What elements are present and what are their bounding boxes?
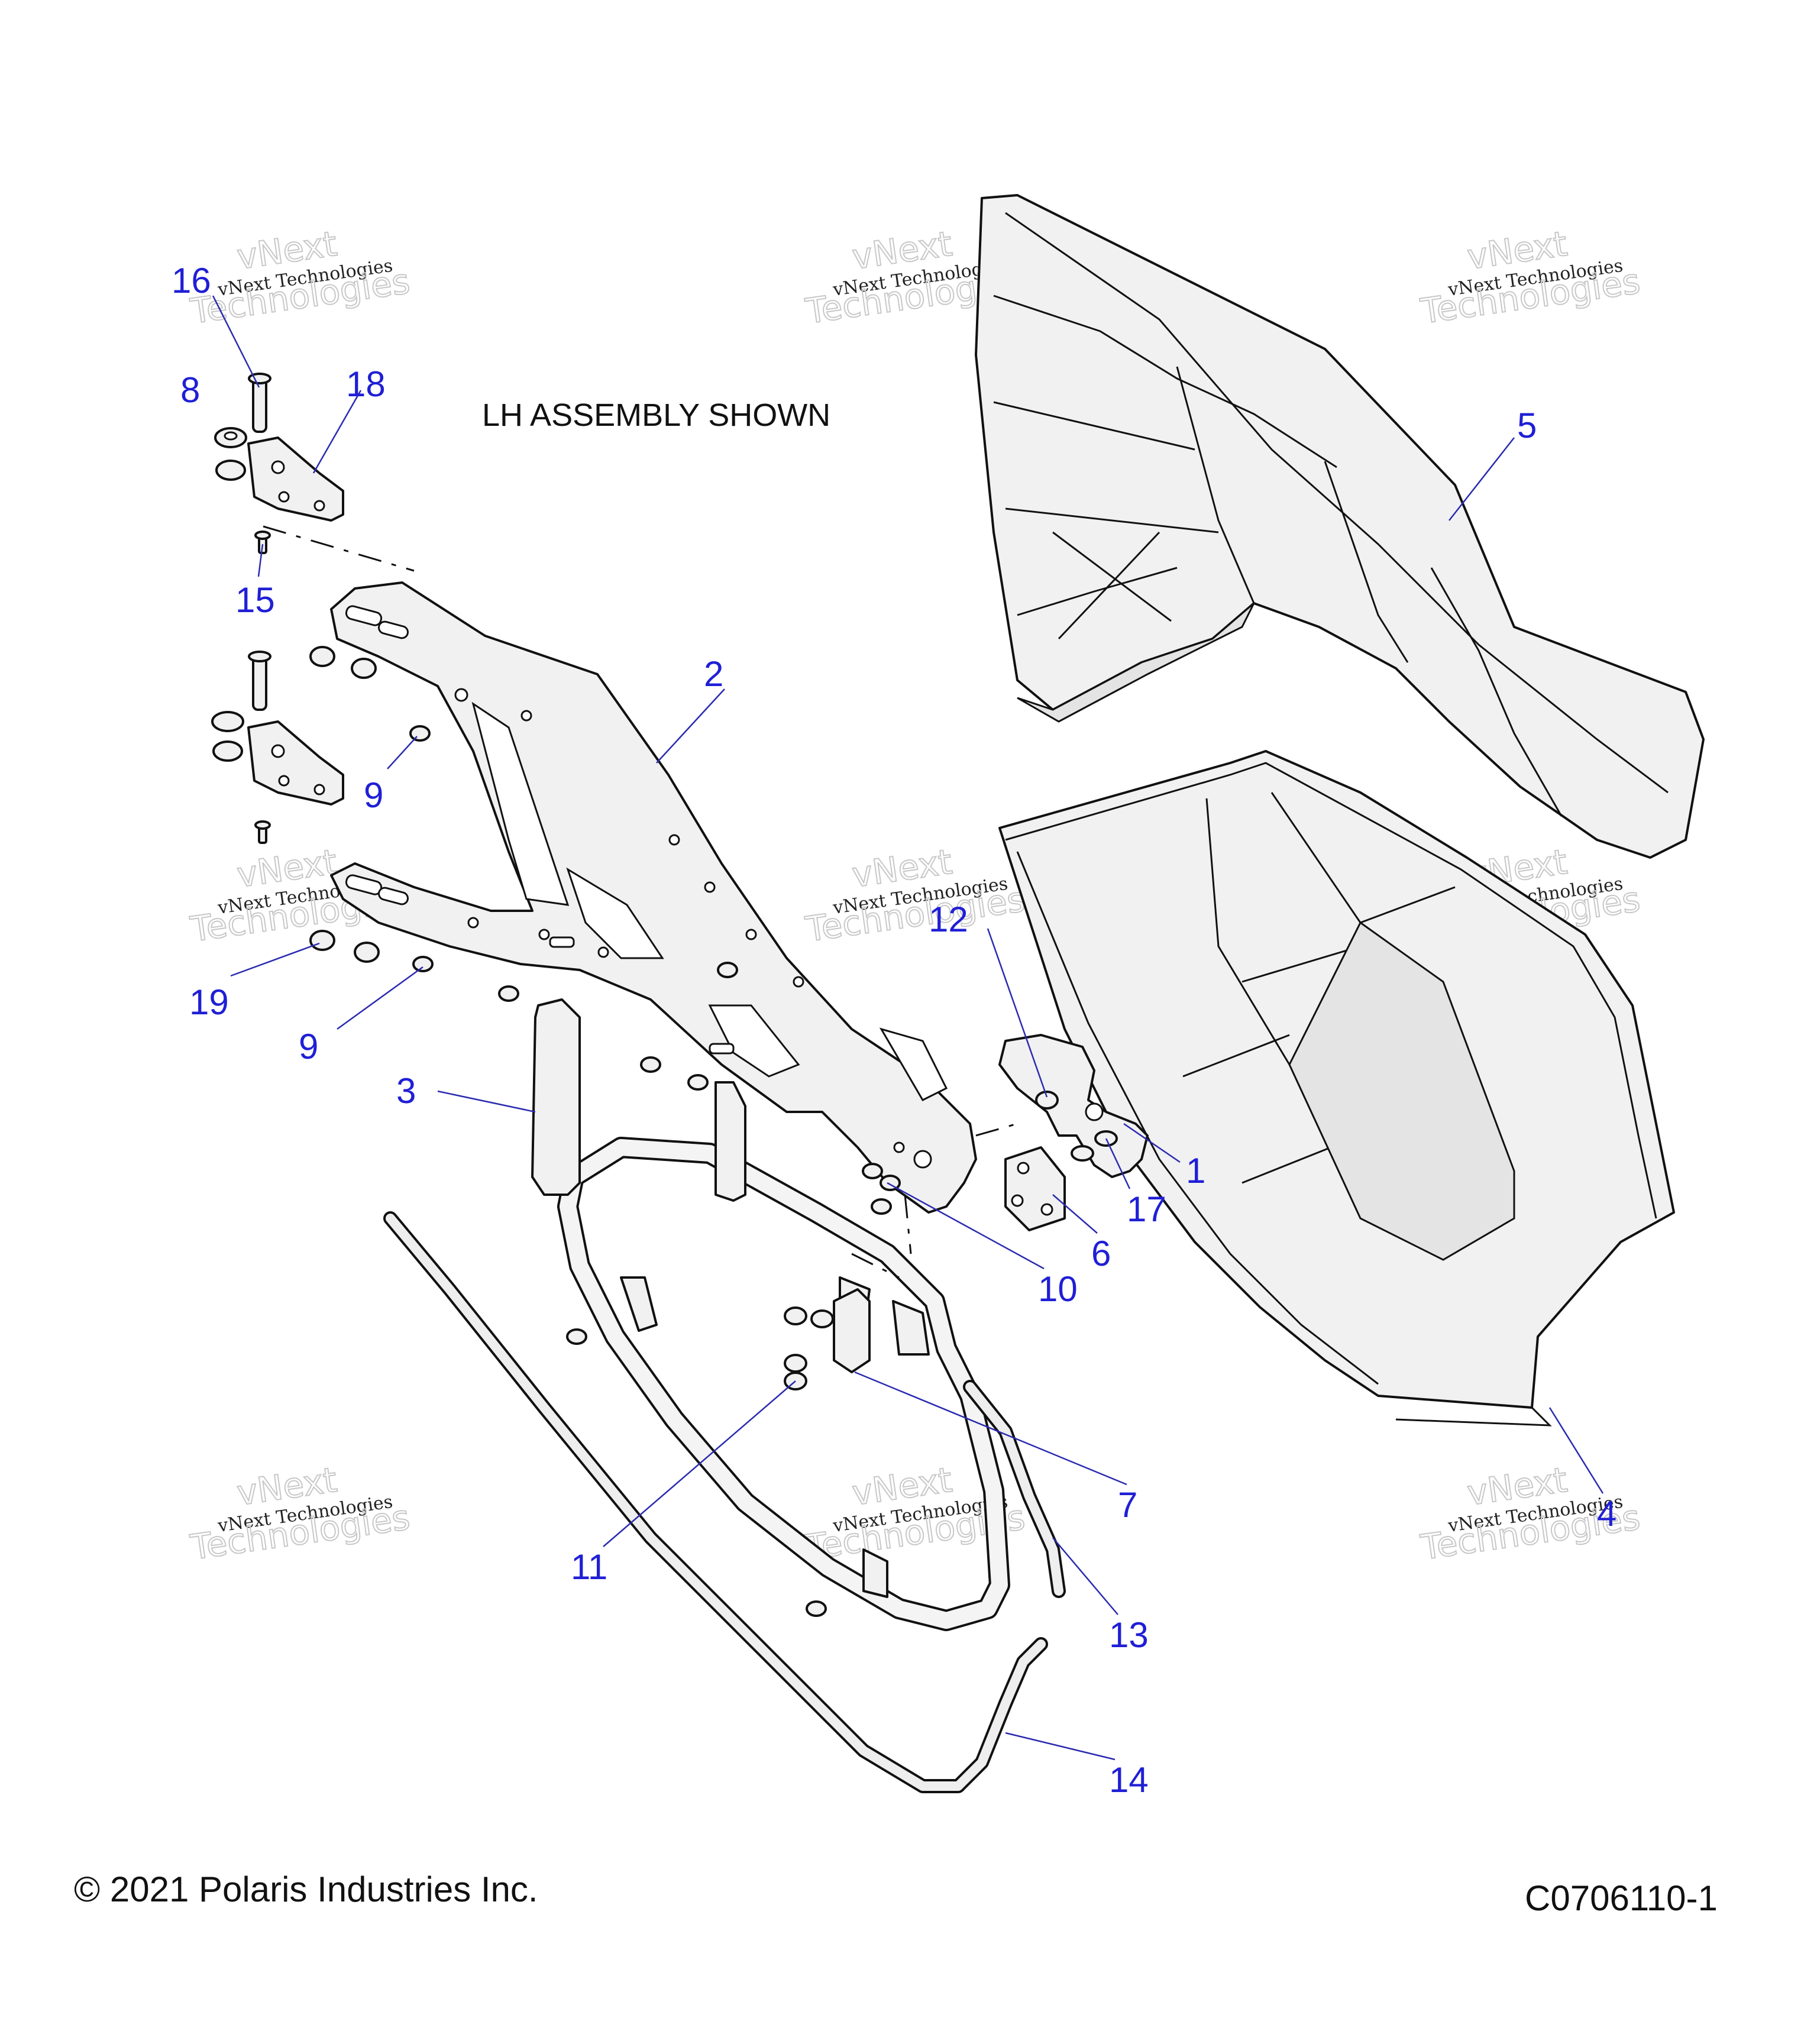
callout-labels: 16 8 18 15 2 9 19 9 3 5 12 1 17 6 10 7 4… [172,261,1616,1800]
callout-5: 5 [1517,406,1537,445]
part-6-striker-plate [1004,1146,1066,1231]
assembly-centerlines [263,525,1018,1279]
callout-11: 11 [571,1547,607,1587]
part-15-screw [254,531,271,554]
callout-10: 10 [1038,1269,1078,1309]
leader-lines [212,295,1604,1761]
part-14-seal-long [383,1211,1048,1793]
callout-13: 13 [1109,1615,1149,1655]
watermark-top-left: vNext vNext Technologies Technologies [187,223,413,332]
callout-8: 8 [180,370,200,410]
copyright-notice: © 2021 Polaris Industries Inc. [74,1870,538,1909]
part-12-nut [1035,1091,1059,1110]
callout-7: 7 [1118,1485,1137,1525]
part-18-upper-hinge [247,436,344,522]
part-2-door-frame [330,581,977,1214]
watermark-mid-center: vNext vNext Technologies Technologies [803,841,1028,950]
part-4-lower-door-panel [998,750,1675,1427]
callout-16: 16 [172,261,211,300]
part-7-bracket [833,1288,871,1373]
callout-19: 19 [189,982,229,1022]
callout-9-upper: 9 [364,775,383,815]
part-5-upper-door-panel [975,194,1705,859]
callout-14: 14 [1109,1760,1149,1800]
callout-18: 18 [346,364,386,404]
callout-4: 4 [1597,1494,1616,1534]
part-13-seal-short [963,1380,1066,1598]
callout-9-lower: 9 [299,1027,318,1066]
drawing-number: C0706110-1 [1525,1878,1718,1918]
callout-1: 1 [1186,1151,1205,1191]
callout-12: 12 [929,900,968,939]
callout-17: 17 [1127,1189,1166,1229]
callout-15: 15 [235,580,275,620]
watermark-bottom-left: vNext vNext Technologies Technologies [187,1459,413,1568]
callout-2: 2 [704,654,723,694]
assembly-caption: LH ASSEMBLY SHOWN [482,397,830,433]
callout-6: 6 [1091,1234,1111,1273]
watermark-top-right: vNext vNext Technologies Technologies [1418,223,1643,332]
callout-3: 3 [396,1071,416,1111]
part-8-bushing [214,427,247,481]
part-16-hinge-pin [248,373,271,433]
fasteners [309,646,901,1617]
lower-hinge-assembly [211,651,344,844]
